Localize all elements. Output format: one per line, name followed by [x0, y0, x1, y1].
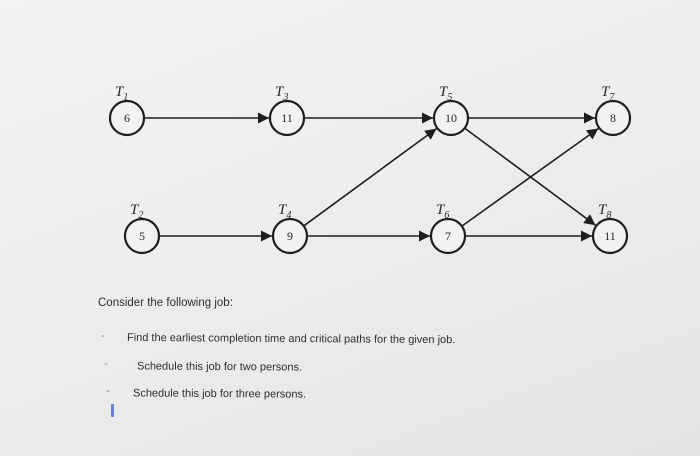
task-label: T3: [275, 84, 288, 103]
task-item-critical-path: Find the earliest completion time and cr…: [126, 331, 456, 347]
task-node-circle: [108, 99, 146, 137]
edge-t6-t7: [461, 127, 599, 227]
bullet-dash: -: [104, 358, 108, 370]
task-weight: 11: [604, 229, 616, 243]
task-label: T1: [115, 84, 128, 103]
bullet-dash: -: [106, 385, 110, 397]
task-label: T4: [278, 202, 291, 221]
task-node-circle: [432, 99, 470, 137]
task-item-two-persons: Schedule this job for two persons.: [136, 360, 303, 374]
task-label: T6: [436, 202, 449, 221]
task-node-t1: 6 T1: [108, 84, 146, 137]
task-node-circle: [429, 217, 467, 255]
task-label: T7: [601, 84, 615, 103]
task-node-circle: [268, 99, 306, 137]
task-node-t7: 8 T7: [594, 84, 632, 137]
task-weight: 7: [445, 229, 451, 243]
edge-t4-t5: [303, 127, 437, 227]
task-weight: 6: [124, 111, 130, 125]
task-weight: 8: [610, 111, 616, 125]
task-node-t6: 7 T6: [429, 202, 467, 255]
task-node-t2: 5 T2: [123, 202, 161, 255]
task-weight: 11: [281, 111, 293, 125]
task-node-t8: 11 T8: [591, 202, 629, 255]
task-weight: 10: [445, 111, 457, 125]
bullet-dash: -: [101, 330, 105, 342]
task-node-t4: 9 T4: [271, 202, 309, 255]
task-node-circle: [591, 217, 629, 255]
task-label: T5: [439, 84, 452, 103]
task-label: T8: [598, 202, 611, 221]
task-label: T2: [130, 202, 143, 221]
task-node-circle: [271, 217, 309, 255]
task-item-three-persons: Schedule this job for three persons.: [132, 387, 307, 401]
task-weight: 5: [139, 229, 145, 243]
task-node-circle: [123, 217, 161, 255]
intro-text: Consider the following job:: [98, 297, 233, 309]
task-node-t5: 10 T5: [432, 84, 470, 137]
task-node-circle: [594, 99, 632, 137]
text-cursor-marker: [111, 404, 114, 417]
task-node-t3: 11 T3: [268, 84, 306, 137]
task-weight: 9: [287, 229, 293, 243]
